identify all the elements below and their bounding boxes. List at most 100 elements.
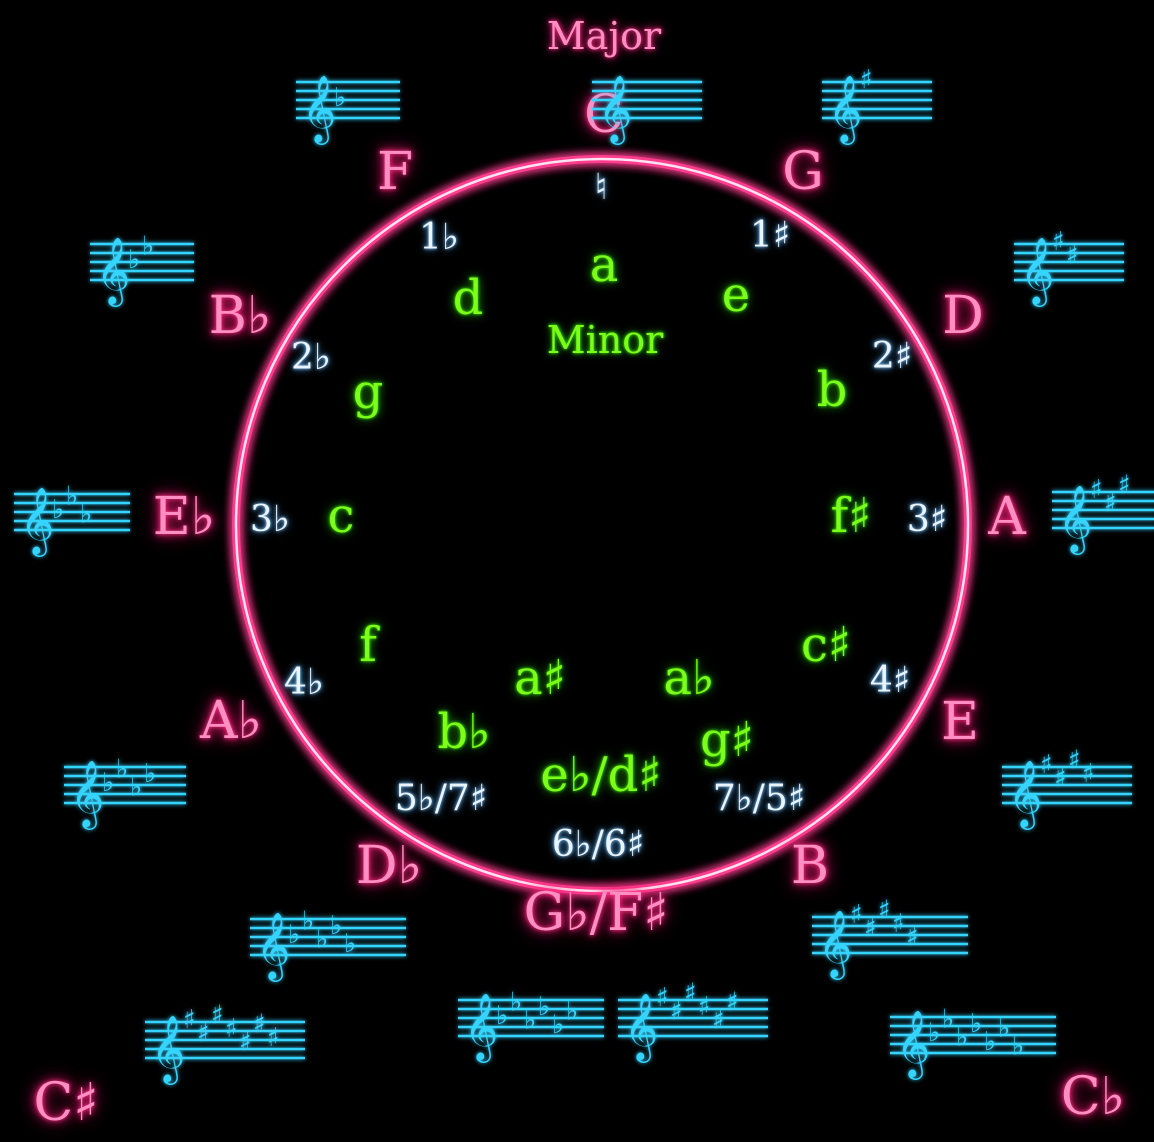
minor-label-a-flat: a♭ (663, 654, 714, 702)
treble-clef-icon: 𝄞 (151, 1014, 185, 1085)
treble-clef-icon: 𝄞 (598, 74, 632, 145)
key-signature-staff-c-natural: 𝄞 (592, 60, 702, 150)
major-label-bb: B♭ (209, 290, 272, 342)
flat-accidental-icon: ♭ (288, 920, 300, 950)
minor-title: Minor (547, 321, 664, 359)
flat-accidental-icon: ♭ (524, 1006, 536, 1036)
key-signature-staff-bb-flat-2: 𝄞♭♭ (90, 222, 194, 312)
sharp-accidental-icon: ♯ (183, 1005, 196, 1035)
flat-accidental-icon: ♭ (80, 500, 92, 530)
flat-accidental-icon: ♭ (330, 911, 342, 941)
major-label-b: B (791, 840, 829, 892)
sharp-accidental-icon: ♯ (906, 923, 919, 953)
sharp-accidental-icon: ♯ (1082, 759, 1095, 789)
key-signature-staff-e-sharp-4: 𝄞♯♯♯♯ (1002, 745, 1132, 835)
treble-clef-icon: 𝄞 (896, 1009, 930, 1080)
flat-accidental-icon: ♭ (984, 1027, 996, 1057)
sharp-accidental-icon: ♯ (878, 896, 891, 926)
flat-accidental-icon: ♭ (52, 495, 64, 525)
sharp-accidental-icon: ♯ (860, 65, 873, 95)
sharp-accidental-icon: ♯ (1104, 489, 1117, 519)
treble-clef-icon: 𝄞 (20, 486, 54, 557)
key-signature-staff-b-sharp-5: 𝄞♯♯♯♯♯ (812, 895, 968, 985)
count-label-e: 4♯ (870, 663, 910, 699)
flat-accidental-icon: ♭ (956, 1023, 968, 1053)
sharp-accidental-icon: ♯ (239, 1028, 252, 1058)
flat-accidental-icon: ♭ (510, 988, 522, 1018)
key-signature-staff-a-sharp-3: 𝄞♯♯♯ (1052, 470, 1154, 560)
major-label-gb: G♭/F♯ (524, 887, 669, 939)
key-signature-staff-g-sharp-1: 𝄞♯ (822, 60, 932, 150)
key-signature-staff-ab-flat-4: 𝄞♭♭♭♭ (64, 745, 186, 835)
count-label-eb: 3♭ (250, 502, 290, 538)
flat-accidental-icon: ♭ (116, 755, 128, 785)
sharp-accidental-icon: ♯ (656, 983, 669, 1013)
sharp-accidental-icon: ♯ (1052, 227, 1065, 257)
major-label-c-flat: C♭ (1061, 1071, 1125, 1123)
sharp-accidental-icon: ♯ (1066, 241, 1079, 271)
sharp-accidental-icon: ♯ (670, 997, 683, 1027)
sharp-accidental-icon: ♯ (684, 979, 697, 1009)
key-signature-staff-eb-flat-3: 𝄞♭♭♭ (14, 472, 130, 562)
sharp-accidental-icon: ♯ (225, 1014, 238, 1044)
minor-label-f: f (359, 621, 377, 669)
major-label-d: D (942, 290, 984, 342)
minor-label-eb: e♭/d♯ (540, 751, 661, 799)
major-label-g: G (782, 146, 824, 198)
count-label-f: 1♭ (419, 220, 459, 256)
flat-accidental-icon: ♭ (1012, 1032, 1024, 1062)
flat-accidental-icon: ♭ (128, 245, 140, 275)
minor-label-gs: g♯ (700, 716, 754, 764)
major-label-a: A (988, 491, 1026, 543)
count-label-d: 2♯ (872, 339, 912, 375)
sharp-accidental-icon: ♯ (892, 909, 905, 939)
major-label-ab: A♭ (200, 695, 262, 747)
major-label-db: D♭ (356, 840, 422, 892)
minor-label-g: g (353, 368, 384, 416)
minor-label-bb: b♭ (437, 708, 490, 756)
flat-accidental-icon: ♭ (928, 1018, 940, 1048)
count-label-g: 1♯ (750, 218, 790, 254)
count-label-gb: 6♭/6♯ (552, 827, 644, 863)
major-label-eb: E♭ (153, 491, 216, 543)
minor-label-d: d (453, 274, 484, 322)
major-label-f: F (377, 146, 413, 198)
sharp-accidental-icon: ♯ (726, 988, 739, 1018)
flat-accidental-icon: ♭ (538, 992, 550, 1022)
minor-label-a: a (590, 241, 619, 289)
flat-accidental-icon: ♭ (970, 1009, 982, 1039)
minor-label-a-sharp: a♯ (514, 654, 566, 702)
major-title: Major (547, 17, 661, 55)
sharp-accidental-icon: ♯ (267, 1023, 280, 1053)
treble-clef-icon: 𝄞 (464, 992, 498, 1063)
sharp-accidental-icon: ♯ (1068, 746, 1081, 776)
minor-label-cs: c♯ (801, 621, 851, 669)
treble-clef-icon: 𝄞 (624, 992, 658, 1063)
key-signature-staff-c-sharp-7: 𝄞♯♯♯♯♯♯♯ (145, 1000, 305, 1090)
flat-accidental-icon: ♭ (496, 1001, 508, 1031)
sharp-accidental-icon: ♯ (850, 900, 863, 930)
major-label-c-sharp: C♯ (34, 1077, 99, 1129)
treble-clef-icon: 𝄞 (818, 909, 852, 980)
flat-accidental-icon: ♭ (344, 929, 356, 959)
count-label-db: 5♭/7♯ (395, 781, 487, 817)
count-label-b: 7♭/5♯ (713, 781, 805, 817)
key-signature-staff-db-flat-5: 𝄞♭♭♭♭♭ (250, 897, 406, 987)
count-label-a: 3♯ (907, 502, 947, 538)
flat-accidental-icon: ♭ (334, 83, 346, 113)
sharp-accidental-icon: ♯ (253, 1010, 266, 1040)
key-signature-staff-f-flat-1: 𝄞♭ (296, 60, 400, 150)
count-label-bb: 2♭ (291, 340, 331, 376)
treble-clef-icon: 𝄞 (1020, 236, 1054, 307)
count-label-ab: 4♭ (284, 665, 324, 701)
sharp-accidental-icon: ♯ (712, 1006, 725, 1036)
treble-clef-icon: 𝄞 (1058, 484, 1092, 555)
key-signature-staff-f-sharp-6: 𝄞♯♯♯♯♯♯ (618, 978, 768, 1068)
major-label-e: E (941, 696, 979, 748)
flat-accidental-icon: ♭ (998, 1014, 1010, 1044)
minor-label-e: e (722, 271, 750, 319)
sharp-accidental-icon: ♯ (864, 914, 877, 944)
treble-clef-icon: 𝄞 (302, 74, 336, 145)
sharp-accidental-icon: ♯ (1118, 471, 1131, 501)
sharp-accidental-icon: ♯ (1090, 475, 1103, 505)
